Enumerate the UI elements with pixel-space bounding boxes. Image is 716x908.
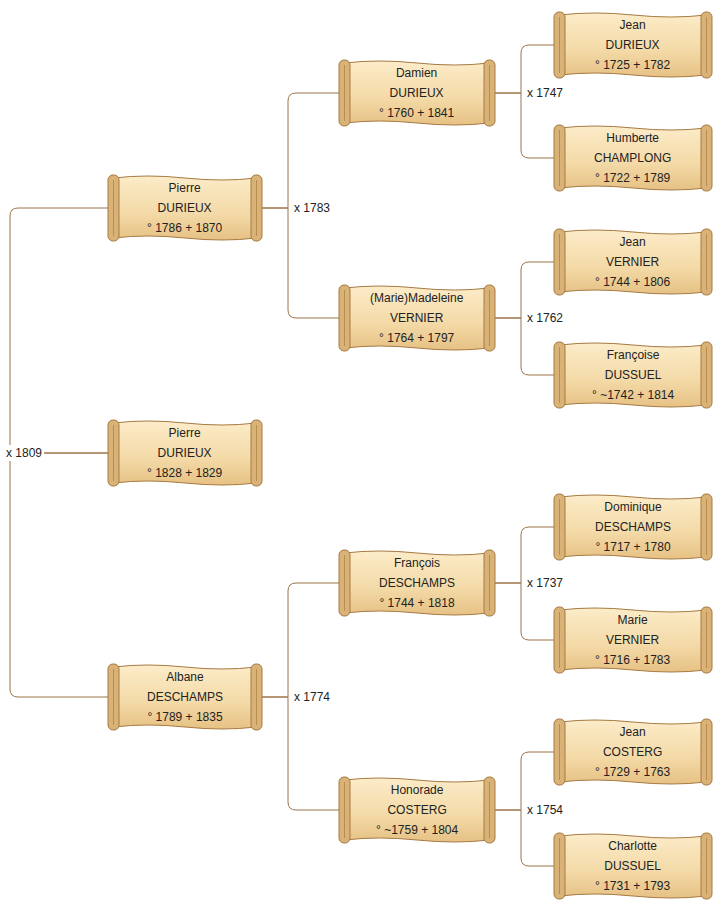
surname: COSTERG (376, 800, 458, 820)
person-text: JeanDURIEUX° 1725 + 1782 (595, 15, 670, 75)
marriage-year: x 1762 (525, 310, 565, 326)
life-dates: ° 1725 + 1782 (595, 55, 670, 75)
given-name: Jean (595, 722, 670, 742)
parent-link (495, 583, 554, 640)
parent-link (262, 583, 339, 697)
person-scroll: (Marie)MadeleineVERNIER° 1764 + 1797 (339, 283, 495, 353)
person-scroll: CharlotteDUSSUEL° 1731 + 1793 (554, 831, 712, 901)
life-dates: ° 1716 + 1783 (595, 650, 670, 670)
given-name: Damien (379, 63, 454, 83)
marriage-year: x 1809 (4, 445, 44, 461)
person-scroll: HonoradeCOSTERG° ~1759 + 1804 (339, 775, 495, 845)
given-name: Jean (595, 15, 670, 35)
life-dates: ° 1828 + 1829 (147, 463, 222, 483)
given-name: Honorade (376, 780, 458, 800)
life-dates: ° 1744 + 1806 (595, 272, 670, 292)
surname: DURIEUX (595, 35, 670, 55)
life-dates: ° 1731 + 1793 (595, 876, 670, 896)
person-text: (Marie)MadeleineVERNIER° 1764 + 1797 (370, 288, 463, 348)
person-text: HumberteCHAMPLONG° 1722 + 1789 (594, 128, 671, 188)
life-dates: ° 1764 + 1797 (370, 328, 463, 348)
surname: CHAMPLONG (594, 148, 671, 168)
surname: COSTERG (595, 742, 670, 762)
surname: VERNIER (370, 308, 463, 328)
given-name: Jean (595, 232, 670, 252)
person-scroll: FrançoisDESCHAMPS° 1744 + 1818 (339, 548, 495, 618)
parent-link (262, 697, 339, 810)
life-dates: ° 1744 + 1818 (379, 593, 455, 613)
given-name: Pierre (147, 423, 222, 443)
life-dates: ° 1722 + 1789 (594, 168, 671, 188)
life-dates: ° 1717 + 1780 (595, 537, 671, 557)
given-name: Pierre (147, 178, 222, 198)
surname: DURIEUX (379, 83, 454, 103)
parent-link (495, 810, 554, 866)
given-name: (Marie)Madeleine (370, 288, 463, 308)
given-name: Marie (595, 610, 670, 630)
person-text: FrançoiseDUSSUEL° ~1742 + 1814 (592, 345, 674, 405)
person-text: AlbaneDESCHAMPS° 1789 + 1835 (147, 667, 223, 727)
surname: DESCHAMPS (379, 573, 455, 593)
person-text: JeanVERNIER° 1744 + 1806 (595, 232, 670, 292)
person-scroll: JeanDURIEUX° 1725 + 1782 (554, 10, 712, 80)
person-scroll: MarieVERNIER° 1716 + 1783 (554, 605, 712, 675)
parent-link (10, 208, 108, 453)
surname: VERNIER (595, 630, 670, 650)
person-scroll: HumberteCHAMPLONG° 1722 + 1789 (554, 123, 712, 193)
person-text: DominiqueDESCHAMPS° 1717 + 1780 (595, 497, 671, 557)
surname: DUSSUEL (595, 856, 670, 876)
person-text: PierreDURIEUX° 1786 + 1870 (147, 178, 222, 238)
life-dates: ° 1786 + 1870 (147, 218, 222, 238)
person-scroll: DominiqueDESCHAMPS° 1717 + 1780 (554, 492, 712, 562)
person-scroll: AlbaneDESCHAMPS° 1789 + 1835 (108, 662, 262, 732)
parent-link (262, 93, 339, 208)
life-dates: ° 1789 + 1835 (147, 707, 223, 727)
person-scroll: JeanCOSTERG° 1729 + 1763 (554, 717, 712, 787)
given-name: Albane (147, 667, 223, 687)
life-dates: ° ~1742 + 1814 (592, 385, 674, 405)
given-name: Dominique (595, 497, 671, 517)
given-name: Françoise (592, 345, 674, 365)
life-dates: ° 1760 + 1841 (379, 103, 454, 123)
parent-link (262, 208, 339, 318)
person-text: DamienDURIEUX° 1760 + 1841 (379, 63, 454, 123)
person-scroll: PierreDURIEUX° 1828 + 1829 (108, 418, 262, 488)
person-scroll: PierreDURIEUX° 1786 + 1870 (108, 173, 262, 243)
life-dates: ° ~1759 + 1804 (376, 820, 458, 840)
marriage-year: x 1783 (292, 200, 332, 216)
person-text: HonoradeCOSTERG° ~1759 + 1804 (376, 780, 458, 840)
surname: DESCHAMPS (595, 517, 671, 537)
given-name: Humberte (594, 128, 671, 148)
parent-link (10, 453, 108, 697)
marriage-year: x 1754 (525, 802, 565, 818)
person-scroll: FrançoiseDUSSUEL° ~1742 + 1814 (554, 340, 712, 410)
person-scroll: DamienDURIEUX° 1760 + 1841 (339, 58, 495, 128)
marriage-year: x 1737 (525, 575, 565, 591)
person-text: FrançoisDESCHAMPS° 1744 + 1818 (379, 553, 455, 613)
person-text: CharlotteDUSSUEL° 1731 + 1793 (595, 836, 670, 896)
given-name: François (379, 553, 455, 573)
surname: DESCHAMPS (147, 687, 223, 707)
marriage-year: x 1747 (525, 85, 565, 101)
surname: DUSSUEL (592, 365, 674, 385)
person-text: PierreDURIEUX° 1828 + 1829 (147, 423, 222, 483)
surname: VERNIER (595, 252, 670, 272)
marriage-year: x 1774 (292, 689, 332, 705)
parent-link (495, 318, 554, 375)
surname: DURIEUX (147, 443, 222, 463)
surname: DURIEUX (147, 198, 222, 218)
parent-link (495, 93, 554, 158)
life-dates: ° 1729 + 1763 (595, 762, 670, 782)
person-text: JeanCOSTERG° 1729 + 1763 (595, 722, 670, 782)
given-name: Charlotte (595, 836, 670, 856)
person-text: MarieVERNIER° 1716 + 1783 (595, 610, 670, 670)
person-scroll: JeanVERNIER° 1744 + 1806 (554, 227, 712, 297)
